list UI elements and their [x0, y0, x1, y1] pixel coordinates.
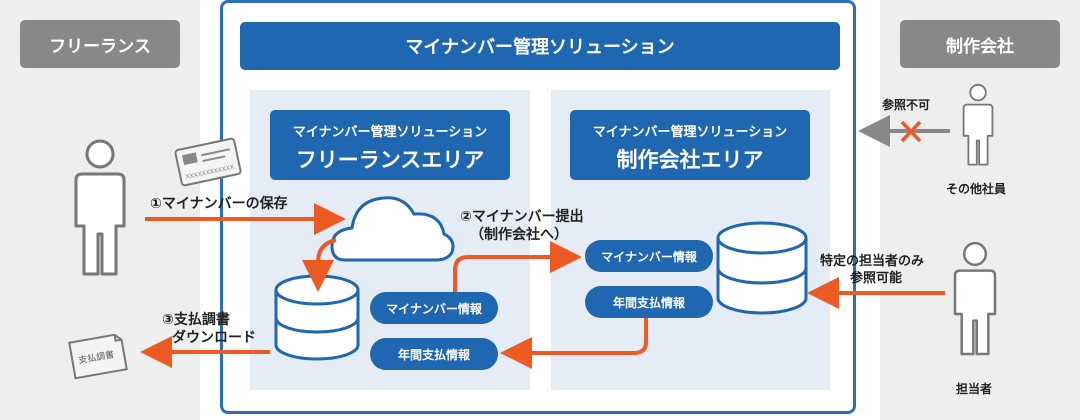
blocked-x-icon: [900, 120, 922, 143]
only-person-label-2: 参照可能: [850, 271, 903, 286]
freelance-area-heading: フリーランスエリア: [295, 148, 485, 172]
step-submit-label-1: ②マイナンバー提出: [460, 209, 584, 225]
submit-arrow: [453, 241, 582, 298]
only-person-label-1: 特定の担当者のみ: [820, 254, 925, 269]
person-in-charge-label: 担当者: [956, 382, 993, 396]
id-card-icon: XXXXXXXXXXXX: [174, 137, 242, 187]
freelance-database-icon: [274, 274, 360, 361]
payment-info-arrow: [500, 318, 648, 369]
freelance-mynumber-pill: マイナンバー情報: [370, 292, 498, 324]
freelance-area-title: マイナンバー管理ソリューション フリーランスエリア: [270, 110, 510, 180]
document-icon: 支払調書: [68, 333, 128, 380]
no-access-label: 参照不可: [882, 98, 931, 112]
step-download-label-1: ③支払調書: [162, 312, 230, 328]
company-area-subtitle: マイナンバー管理ソリューション: [592, 125, 788, 140]
company-mynumber-pill: マイナンバー情報: [585, 240, 713, 272]
step-download-label-2: ダウンロード: [172, 330, 256, 346]
freelancer-person-icon: [74, 139, 126, 276]
cloud-icon: [330, 196, 455, 262]
solution-title: マイナンバー管理ソリューション: [240, 22, 840, 70]
other-staff-person-icon: [962, 83, 994, 166]
other-staff-label: その他社員: [946, 182, 1007, 196]
company-database-icon: [716, 221, 808, 315]
freelance-area-subtitle: マイナンバー管理ソリューション: [292, 125, 488, 140]
company-payment-pill: 年間支払情報: [585, 286, 713, 318]
cloud-to-database-arrow: [302, 238, 337, 292]
company-label: 制作会社: [900, 20, 1060, 68]
freelancer-label: フリーランス: [20, 20, 180, 68]
company-area-title: マイナンバー管理ソリューション 制作会社エリア: [570, 110, 810, 180]
freelance-payment-pill: 年間支払情報: [370, 338, 498, 370]
person-in-charge-icon: [953, 241, 997, 356]
step-save-label: ①マイナンバーの保存: [150, 196, 288, 212]
step-submit-label-2: （制作会社へ）: [470, 227, 568, 243]
company-area-heading: 制作会社エリア: [616, 148, 764, 172]
